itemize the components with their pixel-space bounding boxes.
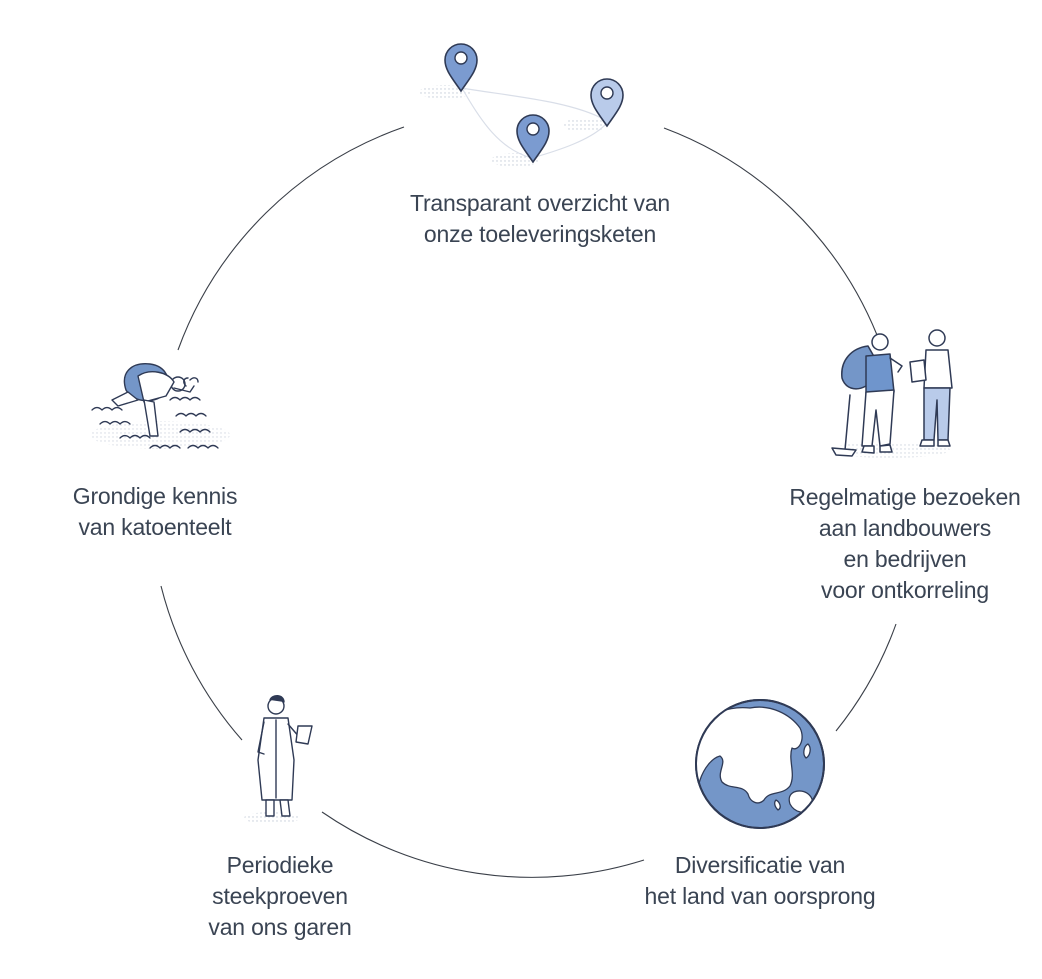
stage-label-line: onze toeleveringsketen	[423, 221, 657, 247]
globe-icon	[695, 699, 825, 829]
stage-label-line: voor ontkorreling	[821, 577, 989, 603]
arc-bottom-left	[160, 585, 243, 741]
arc-top-right	[663, 127, 878, 336]
map-pin-icon	[444, 43, 478, 93]
stage-label-knowledge: Grondige kennis van katoenteelt	[30, 481, 280, 543]
stage-label-sampling: Periodieke steekproeven van ons garen	[150, 850, 410, 943]
arc-bottom	[321, 811, 645, 878]
map-pins-icon	[419, 43, 624, 167]
stage-label-line: Grondige kennis	[72, 483, 238, 509]
stage-label-line: Diversificatie van	[674, 852, 846, 878]
map-pin-icon	[590, 78, 624, 128]
stage-label-line: van ons garen	[208, 914, 352, 940]
stage-label-line: steekproeven	[212, 883, 348, 909]
cotton-farmer-icon	[90, 363, 230, 449]
stage-label-visits: Regelmatige bezoeken aan landbouwers en …	[760, 482, 1042, 606]
arc-right-bottom	[835, 623, 897, 732]
lab-scientist-icon	[244, 695, 313, 824]
stage-label-line: Transparant overzicht van	[409, 190, 671, 216]
stage-label-origin: Diversificatie van het land van oorspron…	[600, 850, 920, 912]
stage-label-line: en bedrijven	[843, 546, 967, 572]
stage-label-line: het land van oorsprong	[644, 883, 876, 909]
cycle-arcs	[160, 126, 897, 878]
map-pin-icon	[516, 114, 550, 164]
stage-label-line: Periodieke	[226, 852, 334, 878]
stage-label-line: aan landbouwers	[818, 515, 992, 541]
farmer-visit-icon	[830, 329, 953, 458]
stage-label-supply-chain: Transparant overzicht van onze toeleveri…	[370, 188, 710, 250]
stage-label-line: van katoenteelt	[78, 514, 232, 540]
arc-left-top	[177, 126, 405, 351]
stage-label-line: Regelmatige bezoeken	[789, 484, 1021, 510]
